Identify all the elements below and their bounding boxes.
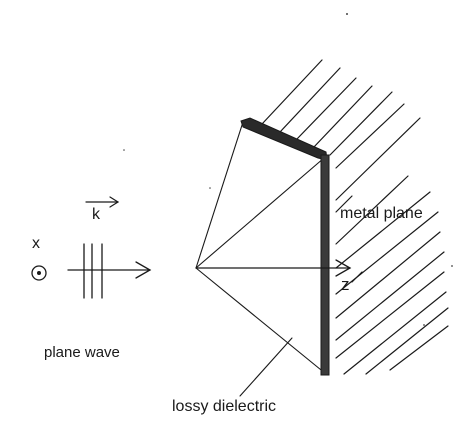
scan-specks (123, 13, 453, 326)
z-axis-arrow (195, 259, 352, 277)
k-vector-label: k (92, 206, 100, 223)
lossy-dielectric-leader (239, 337, 293, 397)
x-axis-label: x (32, 235, 40, 252)
wave-fronts (83, 243, 103, 299)
x-out-of-plane-symbol (31, 265, 47, 281)
z-axis-label: z (341, 275, 350, 294)
plane-wave-label: plane wave (44, 344, 120, 361)
lossy-dielectric-label: lossy dielectric (172, 398, 277, 415)
metal-plane-label: metal plane (340, 205, 423, 222)
metal-plane-edge (320, 154, 330, 376)
dielectric-slab-outline (195, 121, 327, 375)
propagation-arrow (67, 261, 152, 279)
k-vector-arrow (85, 196, 120, 208)
dielectric-top-edge (240, 117, 328, 161)
metal-plane-hatching (261, 59, 449, 375)
